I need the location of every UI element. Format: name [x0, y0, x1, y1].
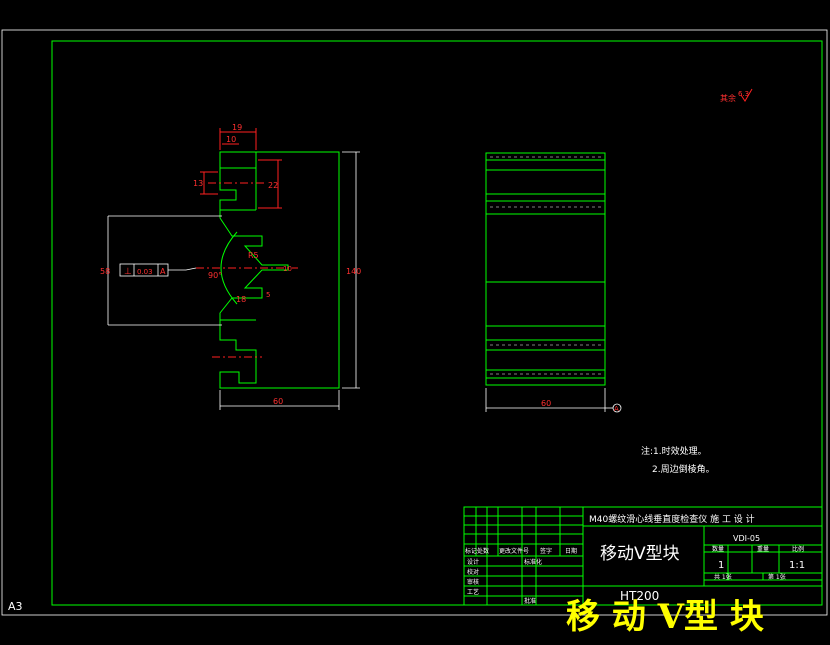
tb-sheet-no: 第 1张 [768, 573, 786, 581]
dim-top-inner: 10 [226, 135, 236, 144]
tb-rev-mark: 标记 [465, 547, 477, 555]
v-groove-arc [220, 231, 238, 305]
dim-slot-right: 22 [268, 181, 278, 190]
tb-role-check: 校对 [467, 568, 479, 576]
tb-count-value: 1 [718, 560, 724, 571]
dim-small-r: R5 [248, 251, 259, 260]
note-line-2: 2.周边倒棱角。 [652, 463, 715, 475]
tb-part-name: 移动V型块 [600, 544, 680, 564]
dim-height: 140 [346, 267, 361, 276]
watermark-text: 移 动 V型 块 [566, 597, 764, 637]
dim-slot-left: 13 [193, 179, 203, 188]
side-view-bands [486, 159, 605, 379]
dim-chamfer-a: 10 [283, 265, 292, 273]
tb-rev-date: 日期 [565, 547, 577, 555]
roughness-note: 其余 [720, 93, 736, 103]
dim-slot-left-line [200, 171, 218, 195]
title-block: 标记 处数 更改文件号 签字 日期 设计 校对 审核 工艺 标准化 批准 M40… [463, 506, 823, 606]
tb-role-std: 标准化 [524, 558, 542, 566]
front-view: 19 10 13 22 58 140 90° R5 10 5 18 60 ⊥ 0… [100, 123, 361, 410]
tb-role-approve: 批准 [524, 597, 536, 605]
inner-drawing-frame [51, 40, 823, 606]
tb-sheet-total: 共 1张 [714, 573, 732, 581]
side-dim-width: 60 [541, 399, 551, 408]
tb-col-weight: 重量 [757, 545, 769, 553]
dim-slot-right-line [258, 159, 282, 209]
datum-a-marker [612, 403, 622, 413]
tb-role-design: 设计 [467, 558, 479, 566]
tolerance-datum: A [160, 267, 166, 276]
tolerance-symbol: ⊥ [124, 267, 132, 277]
dim-bottom-width: 60 [273, 397, 283, 406]
dim-height-line [342, 151, 360, 389]
tb-rev-sign: 签字 [540, 547, 552, 555]
side-view: 60 A [485, 152, 622, 413]
sheet-size-label: A3 [8, 600, 23, 613]
tb-material: HT200 [620, 589, 659, 603]
front-view-outline [219, 151, 340, 389]
tb-project-title: M40螺纹滑心线垂直度检查仪 施 工 设 计 [589, 513, 755, 525]
tb-role-review: 审核 [467, 578, 479, 586]
dim-angle: 90° [208, 271, 222, 280]
tb-rev-file: 更改文件号 [499, 547, 529, 555]
front-view-inner-step [220, 209, 256, 321]
note-line-1: 注:1.时效处理。 [641, 445, 707, 457]
roughness-value: 6.3 [738, 90, 749, 98]
dim-v-opening-line [107, 215, 222, 326]
dim-v-opening: 58 [100, 267, 110, 276]
tb-col-scale: 比例 [792, 545, 804, 553]
datum-a-label: A [614, 405, 619, 413]
tolerance-value: 0.03 [137, 268, 153, 276]
side-view-outline [485, 152, 606, 386]
tb-rev-count: 处数 [477, 547, 489, 555]
tb-col-count: 数量 [712, 545, 724, 553]
tb-scale-value: 1:1 [789, 560, 805, 571]
dim-chamfer-b: 5 [266, 291, 270, 299]
tb-drawing-code: VDI-05 [733, 534, 760, 543]
tb-role-craft: 工艺 [467, 588, 479, 596]
dim-top-width: 19 [232, 123, 242, 132]
side-view-hidden-lines [490, 156, 601, 375]
dim-bottom-width-line [219, 390, 340, 410]
dim-v-face: 18 [236, 295, 246, 304]
outer-sheet-border [1, 29, 828, 616]
dim-top-width-line [219, 128, 257, 150]
perpendicularity-tolerance-frame: ⊥ 0.03 A [119, 263, 197, 277]
roughness-symbol [740, 88, 753, 102]
revision-grid [464, 507, 583, 605]
